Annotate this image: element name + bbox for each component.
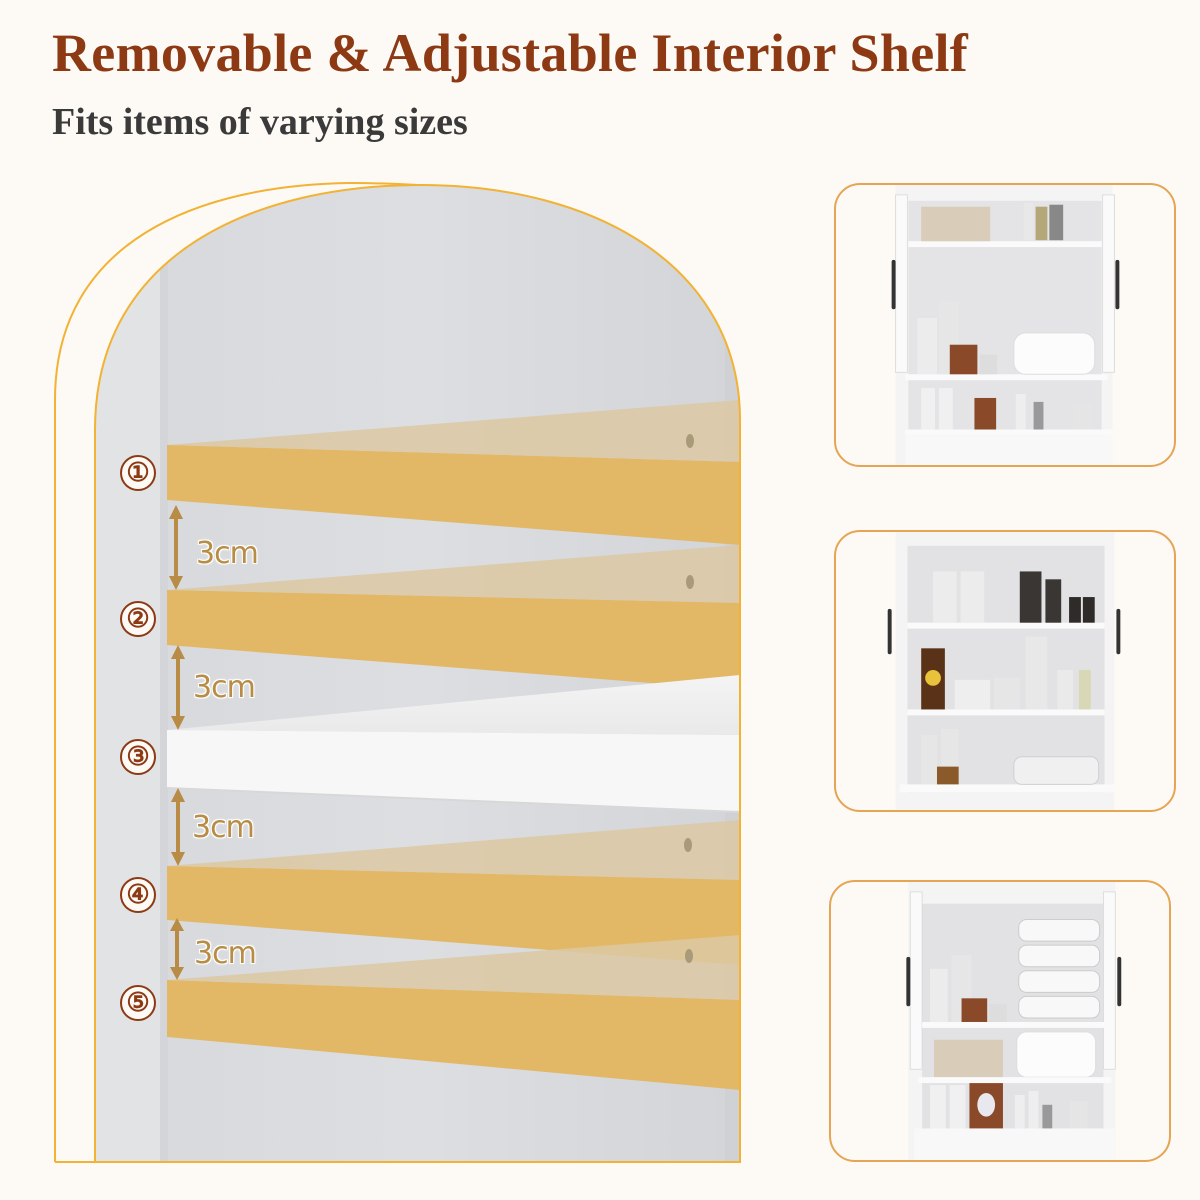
shelf-position-marker-1: ①	[120, 455, 156, 491]
gap-label-1-2: 3cm	[196, 536, 259, 571]
shelf-position-marker-5: ⑤	[120, 985, 156, 1021]
page-title: Removable & Adjustable Interior Shelf	[52, 23, 969, 83]
gap-label-3-4: 3cm	[192, 810, 255, 845]
shelf-position-marker-4: ④	[120, 877, 156, 913]
double-arrow-icon	[169, 918, 185, 980]
double-arrow-icon	[168, 505, 184, 590]
shelf-position-marker-2: ②	[120, 601, 156, 637]
thumbnail-cabinet-config-3	[829, 880, 1171, 1162]
thumbnail-cabinet-config-1	[834, 183, 1176, 467]
thumbnail-cabinet-config-2	[834, 530, 1176, 812]
shelf-illustration: ① ② ③ ④ ⑤ 3cm 3cm 3cm 3cm	[0, 160, 800, 1200]
handle-icon	[891, 259, 896, 310]
gap-label-2-3: 3cm	[193, 670, 256, 705]
page-subtitle: Fits items of varying sizes	[52, 101, 468, 143]
gap-label-4-5: 3cm	[194, 936, 257, 971]
double-arrow-icon	[170, 788, 186, 866]
double-arrow-icon	[170, 645, 186, 730]
shelf-position-marker-3: ③	[120, 739, 156, 775]
